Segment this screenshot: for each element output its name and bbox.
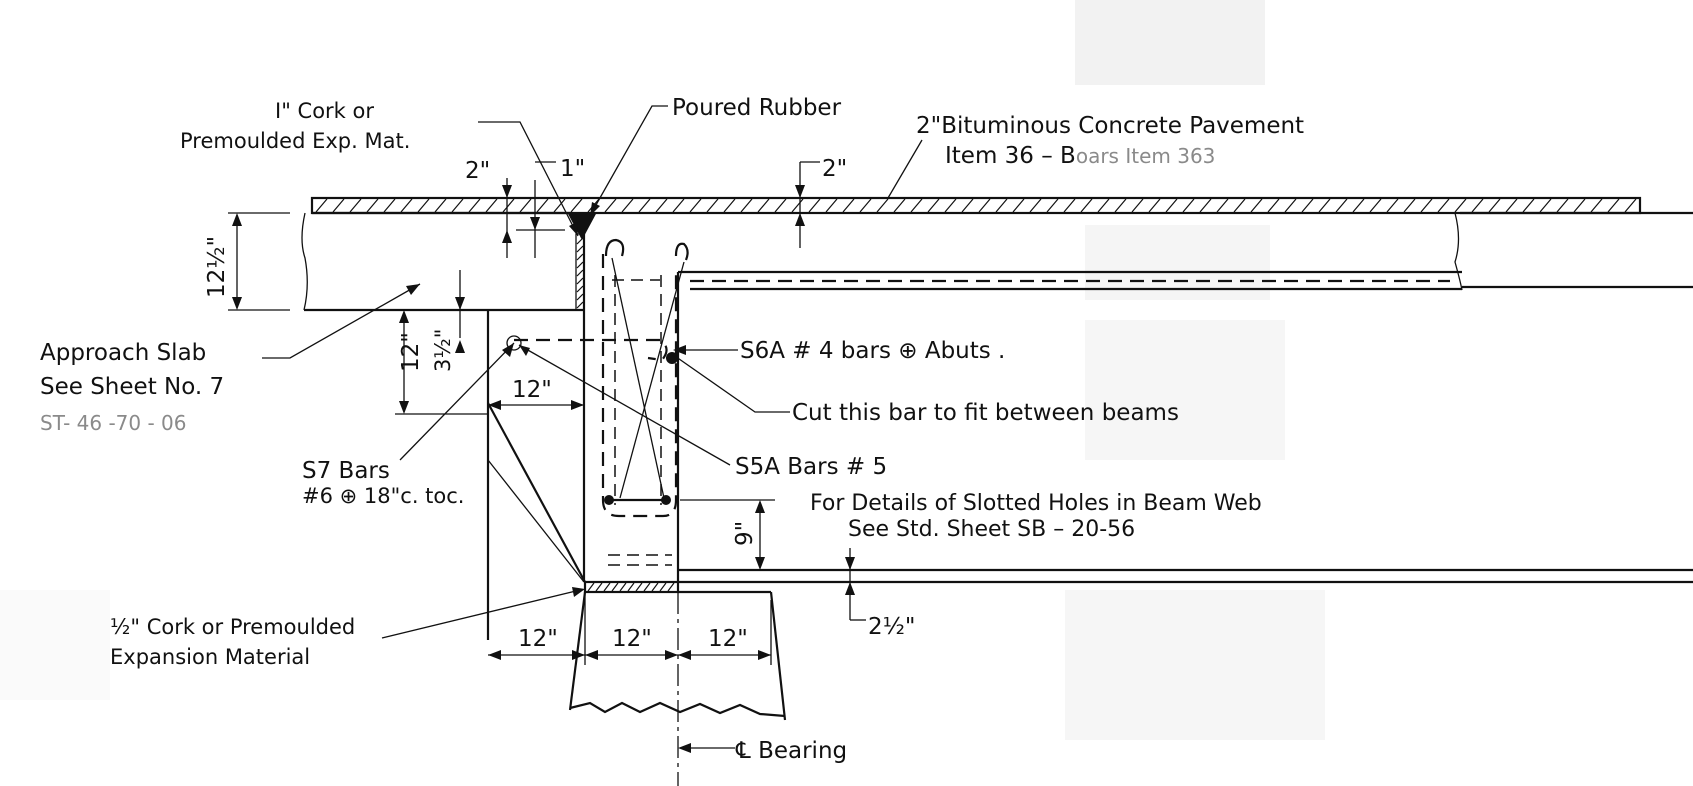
- dim-12-vertical: 12": [398, 332, 424, 372]
- approach-slab-label-line2: See Sheet No. 7: [40, 374, 224, 400]
- pavement-item-faint: oars Item 363: [1076, 144, 1216, 168]
- pavement-label-line1: 2"Bituminous Concrete Pavement: [916, 113, 1304, 139]
- dim-12-half: 12½": [204, 236, 230, 298]
- leader-lines: [262, 105, 923, 753]
- cork-1in-label-line2: Premoulded Exp. Mat.: [180, 129, 410, 153]
- approach-slab-faint-ref: ST- 46 -70 - 06: [40, 411, 187, 435]
- pavement-item-prefix: Item 36: [945, 143, 1034, 169]
- bearing-label: ℄ Bearing: [735, 738, 847, 764]
- dim-2in-right: 2": [822, 156, 847, 182]
- pavement-item-suffix: – B: [1034, 143, 1076, 169]
- approach-slab: [301, 211, 586, 312]
- details-label-line1: For Details of Slotted Holes in Beam Web: [810, 491, 1262, 516]
- approach-slab-label-line1: Approach Slab: [40, 340, 206, 366]
- poured-rubber-label: Poured Rubber: [672, 95, 842, 121]
- bridge-deck: [678, 211, 1693, 584]
- s7-label-line1: S7 Bars: [302, 458, 390, 484]
- s5a-label: S5A Bars # 5: [735, 454, 887, 480]
- s6a-label: S6A # 4 bars ⊕ Abuts .: [740, 338, 1005, 364]
- dim-12-bottom-a: 12": [518, 626, 558, 652]
- cork-half-label-line2: Expansion Material: [110, 645, 310, 669]
- poured-rubber-wedge: [567, 212, 597, 240]
- cut-bar-label: Cut this bar to fit between beams: [792, 400, 1179, 426]
- details-label-line2: See Std. Sheet SB – 20-56: [848, 517, 1135, 542]
- s7-label-line2: #6 ⊕ 18"c. toc.: [302, 484, 464, 508]
- dim-9: 9": [732, 521, 758, 546]
- dim-12-bottom-c: 12": [708, 626, 748, 652]
- cork-1in-label-line1: I" Cork or: [275, 99, 374, 123]
- dimension-lines: [228, 161, 866, 665]
- abutment: [486, 212, 787, 721]
- annotations: I" Cork or Premoulded Exp. Mat. Poured R…: [40, 95, 1304, 764]
- dim-3-half: 3½": [431, 329, 455, 372]
- scan-noise: [1075, 0, 1265, 85]
- dim-2in-left: 2": [465, 158, 490, 184]
- dim-12-bottom-b: 12": [612, 626, 652, 652]
- cork-half-label-line1: ½" Cork or Premoulded: [110, 615, 355, 639]
- bituminous-pavement: [310, 196, 1642, 215]
- dim-2-half: 2½": [868, 614, 916, 640]
- reinforcing-bars: [506, 238, 689, 566]
- dim-12-horizontal: 12": [512, 377, 552, 403]
- dim-1in: 1": [560, 156, 585, 182]
- pavement-label-line2: Item 36 – Boars Item 363: [945, 143, 1215, 169]
